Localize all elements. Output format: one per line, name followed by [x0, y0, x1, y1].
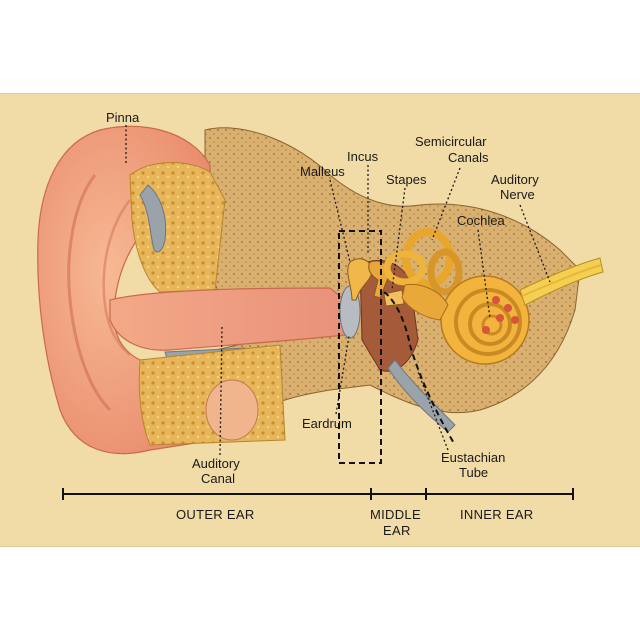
- label-eustachian-2: Tube: [459, 465, 488, 480]
- label-eardrum: Eardrum: [302, 416, 352, 431]
- label-semicircular-2: Canals: [448, 150, 489, 165]
- label-auditory-nerve-2: Nerve: [500, 187, 535, 202]
- cochlea-shape: [441, 276, 529, 364]
- label-pinna: Pinna: [106, 110, 140, 125]
- label-auditory-nerve-1: Auditory: [491, 172, 539, 187]
- parotid-gland: [206, 380, 258, 440]
- label-eustachian-1: Eustachian: [441, 450, 505, 465]
- section-middle-ear-1: MIDDLE: [370, 507, 421, 522]
- label-stapes: Stapes: [386, 172, 427, 187]
- label-auditory-canal-1: Auditory: [192, 456, 240, 471]
- section-outer-ear: OUTER EAR: [176, 507, 255, 522]
- label-semicircular-1: Semicircular: [415, 134, 487, 149]
- label-cochlea: Cochlea: [457, 213, 505, 228]
- section-inner-ear: INNER EAR: [460, 507, 534, 522]
- pinna-cartilage-upper: [130, 163, 225, 292]
- section-axis: [63, 488, 573, 500]
- label-malleus: Malleus: [300, 164, 345, 179]
- label-auditory-canal-2: Canal: [201, 471, 235, 486]
- label-incus: Incus: [347, 149, 379, 164]
- section-middle-ear-2: EAR: [383, 523, 411, 538]
